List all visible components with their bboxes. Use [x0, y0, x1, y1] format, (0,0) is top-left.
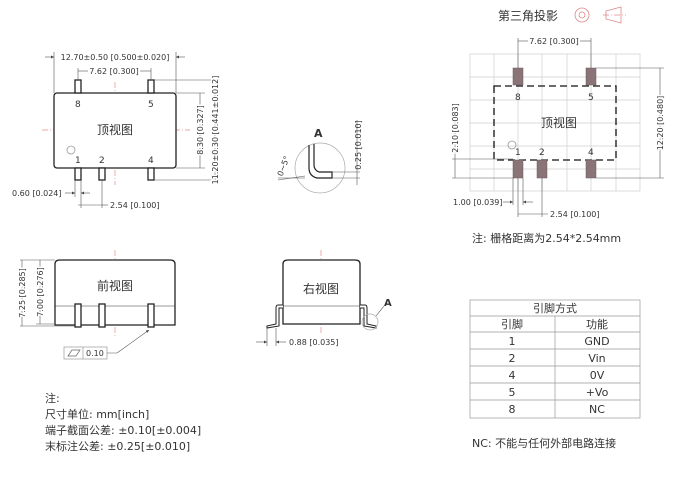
pin-label: 4: [148, 156, 154, 166]
notes-heading: 注:: [45, 391, 60, 405]
note-line: 末标注公差: ±0.25[±0.010]: [45, 439, 190, 453]
dim-total-height: 7.25 [0.285]: [18, 268, 27, 318]
svg-text:4: 4: [509, 369, 516, 382]
pin-label: 2: [539, 148, 545, 158]
pin-label: 1: [515, 148, 521, 158]
nc-note: NC: 不能与任何外部电路连接: [472, 436, 616, 450]
detail-label: A: [314, 127, 323, 140]
right-view: A 右视图 0.88 [0.035]: [256, 250, 392, 347]
package-outline: [493, 85, 617, 161]
dim-body-height: 8.30 [0.327]: [196, 105, 205, 155]
pin-label: 2: [99, 156, 105, 166]
svg-text:1: 1: [509, 335, 516, 348]
pin-table: 引脚方式 引脚 功能 1 GND 2 Vin 4 0V 5 +Vo 8 NC: [469, 299, 641, 419]
dim-pitch: 2.54 [0.100]: [550, 210, 600, 219]
dim-width: 12.70±0.50 [0.500±0.020]: [61, 53, 170, 62]
svg-text:0V: 0V: [590, 369, 605, 382]
view-title: 顶视图: [541, 115, 577, 130]
pin-label: 4: [588, 148, 594, 158]
view-title: 右视图: [303, 281, 339, 296]
dim-pad-offset: 2.10 [0.083]: [451, 103, 460, 153]
projection-header: 第三角投影: [498, 6, 626, 24]
svg-text:2: 2: [509, 352, 516, 365]
detail-label: A: [384, 298, 392, 309]
projection-title: 第三角投影: [498, 8, 558, 23]
table-row: 5 +Vo: [509, 386, 609, 399]
view-title: 顶视图: [97, 122, 133, 137]
table-title: 引脚方式: [533, 301, 577, 315]
dim-pin-span: 7.62 [0.300]: [89, 67, 139, 76]
dim-thickness: 0.25 [0.010]: [354, 120, 363, 170]
column-header: 引脚: [501, 317, 523, 331]
dim-total-height: 11.20±0.30 [0.441±0.012]: [211, 76, 220, 185]
pin1-marker-icon: [507, 140, 517, 150]
third-angle-projection-icon: [574, 6, 626, 24]
pins: [74, 79, 155, 181]
dim-pin-span: 7.62 [0.300]: [529, 37, 579, 46]
dim-lead: 0.88 [0.035]: [289, 338, 339, 347]
svg-text:+Vo: +Vo: [586, 386, 609, 399]
table-row: 8 NC: [509, 403, 606, 416]
svg-text:NC: NC: [589, 403, 605, 416]
view-title: 前视图: [97, 278, 133, 293]
footprint-view: 8 5 1 2 4 顶视图 7.62 [0.300] 12.20 [0.480]…: [450, 37, 667, 245]
grid: [469, 53, 641, 192]
pin-label: 8: [75, 100, 81, 110]
pin-label: 5: [148, 100, 154, 110]
notes: 注: 尺寸单位: mm[inch] 端子截面公差: ±0.10[±0.004] …: [45, 391, 201, 453]
pin-label: 1: [75, 156, 81, 166]
grid-note: 注: 栅格距离为2.54*2.54mm: [472, 231, 621, 245]
dim-height: 12.20 [0.480]: [656, 96, 665, 151]
front-view: 前视图 7.25 [0.285] 7.00 [0.276] 0.10: [17, 250, 176, 360]
column-header: 功能: [586, 317, 608, 331]
package-body: [53, 92, 177, 169]
svg-text:GND: GND: [584, 335, 609, 348]
note-line: 端子截面公差: ±0.10[±0.004]: [45, 423, 201, 437]
flatness-icon: [67, 349, 81, 357]
dim-body-height: 7.00 [0.276]: [36, 267, 45, 317]
dim-pitch: 2.54 [0.100]: [110, 201, 160, 210]
svg-text:8: 8: [509, 403, 516, 416]
pin-label: 5: [588, 93, 594, 103]
svg-text:5: 5: [509, 386, 516, 399]
flatness-value: 0.10: [86, 349, 104, 358]
flatness-tolerance: 0.10: [63, 329, 150, 360]
pin1-marker-icon: [66, 145, 76, 155]
dim-pin-width: 0.60 [0.024]: [12, 189, 62, 198]
top-view: 8 5 1 2 4 顶视图 12.70±0.50 [0.500±0.020] 7…: [12, 52, 222, 210]
table-row: 2 Vin: [509, 352, 606, 365]
dim-angle: 0~5°: [276, 155, 292, 178]
dim-pad-width: 1.00 [0.039]: [453, 198, 503, 207]
table-row: 4 0V: [509, 369, 605, 382]
svg-text:Vin: Vin: [588, 352, 605, 365]
table-row: 1 GND: [509, 335, 610, 348]
detail-a: A 0.25 [0.010] 0~5°: [276, 120, 363, 194]
pin-label: 8: [515, 93, 521, 103]
note-line: 尺寸单位: mm[inch]: [45, 407, 149, 421]
